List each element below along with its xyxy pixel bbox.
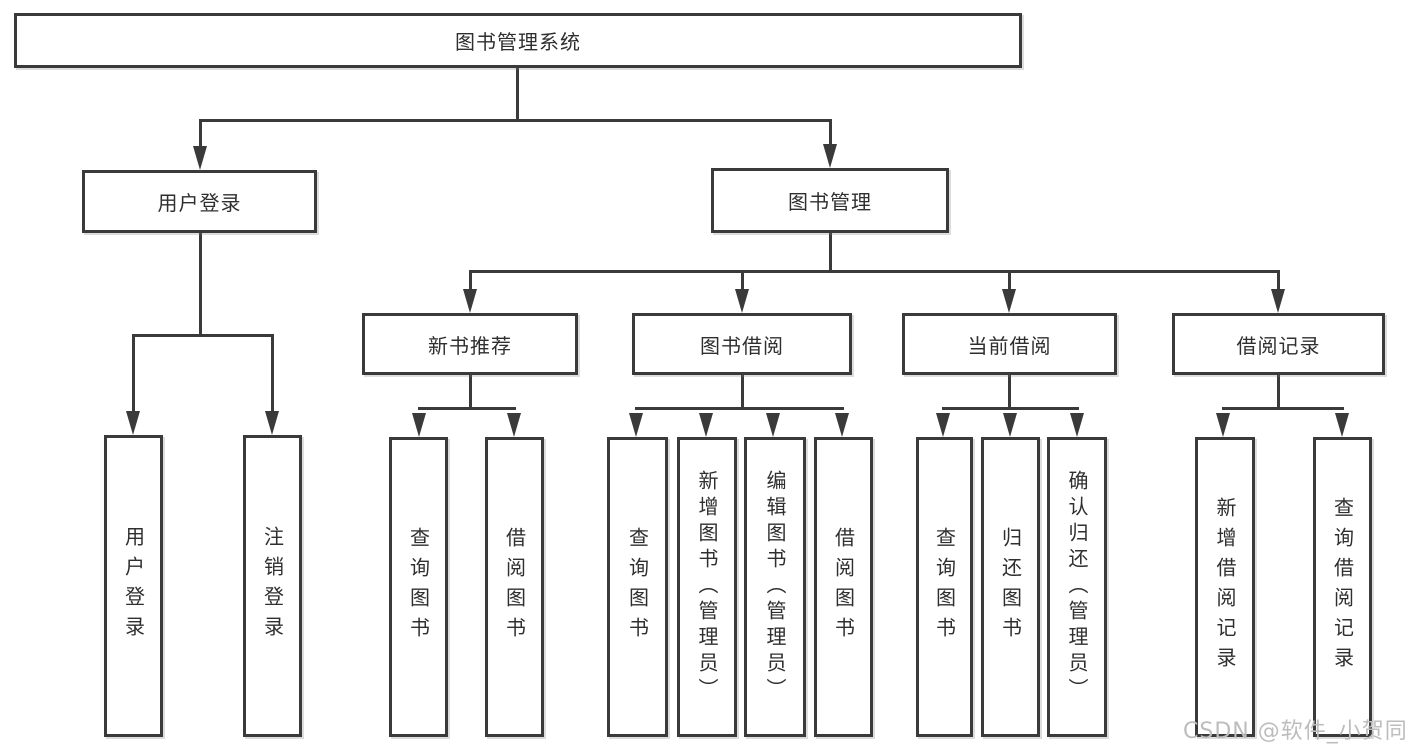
node-label: 借阅记录 [1236, 333, 1321, 358]
connector-drop-level3 [741, 270, 744, 292]
arrow-down-icon [766, 413, 780, 437]
leaf-query-borrow-record: 查询借阅记录 [1313, 437, 1372, 737]
node-borrow-records: 借阅记录 [1172, 313, 1385, 375]
leaf-label: 编辑图书（管理员） [763, 470, 787, 704]
arrow-down-icon [412, 413, 426, 437]
node-library-management-system: 图书管理系统 [14, 13, 1022, 68]
connector-root-stem [516, 68, 519, 121]
leaf-logout: 注销登录 [243, 435, 302, 737]
arrow-down-icon [507, 413, 521, 437]
arrow-down-icon [265, 411, 279, 435]
leaf-label: 借阅图书 [831, 527, 856, 647]
node-current-borrowing: 当前借阅 [902, 313, 1117, 375]
node-label: 用户登录 [157, 191, 242, 215]
leaf-add-borrow-record: 新增借阅记录 [1195, 437, 1255, 737]
connector-drop-level3 [469, 270, 472, 292]
connector-current-borrow-stem [1008, 375, 1011, 410]
node-new-book-recommend: 新书推荐 [362, 313, 578, 375]
arrow-down-icon [1216, 413, 1230, 437]
leaf-return-books: 归还图书 [981, 437, 1040, 737]
leaf-query-books-current: 查询图书 [916, 437, 973, 737]
watermark: CSDN @软件_小贺同学 [1183, 719, 1405, 744]
connector-user-login-stem [199, 233, 202, 336]
connector-book-borrow-branch [635, 407, 844, 410]
leaf-confirm-return-admin: 确认归还（管理员） [1047, 437, 1107, 737]
node-user-login: 用户登录 [82, 170, 317, 233]
connector-book-mgmt-stem [829, 233, 832, 273]
connector-drop-user-login [199, 119, 202, 151]
leaf-user-login: 用户登录 [104, 435, 163, 737]
connector-user-login-branch [132, 334, 274, 337]
connector-book-mgmt-branch [469, 270, 1279, 273]
leaf-label: 查询图书 [932, 527, 957, 647]
leaf-add-books-admin: 新增图书（管理员） [677, 437, 737, 737]
connector-drop-leaf [132, 334, 135, 414]
leaf-query-books-borrow: 查询图书 [607, 437, 668, 737]
leaf-label: 注销登录 [260, 526, 285, 646]
leaf-borrow-books: 借阅图书 [814, 437, 873, 737]
connector-new-book-stem [469, 375, 472, 410]
arrow-down-icon [1002, 289, 1016, 313]
arrow-down-icon [629, 413, 643, 437]
node-label: 当前借阅 [967, 333, 1052, 358]
connector-records-stem [1277, 375, 1280, 410]
connector-current-borrow-branch [942, 407, 1079, 410]
leaf-label: 归还图书 [998, 527, 1023, 647]
node-book-management: 图书管理 [711, 168, 949, 233]
connector-root-branch [199, 119, 832, 122]
node-label: 图书管理 [788, 190, 872, 214]
leaf-label: 借阅图书 [502, 527, 527, 647]
leaf-label: 新增借阅记录 [1213, 497, 1237, 677]
arrow-down-icon [823, 144, 837, 168]
connector-drop-leaf [271, 334, 274, 414]
leaf-label: 新增图书（管理员） [695, 470, 719, 704]
leaf-query-books-recommend: 查询图书 [389, 437, 448, 737]
arrow-down-icon [463, 289, 477, 313]
arrow-down-icon [835, 413, 849, 437]
node-label: 新书推荐 [428, 333, 512, 358]
leaf-label: 用户登录 [121, 526, 146, 646]
node-label: 图书管理系统 [455, 30, 581, 54]
arrow-down-icon [193, 146, 207, 170]
connector-records-branch [1222, 407, 1344, 410]
leaf-label: 确认归还（管理员） [1065, 470, 1089, 704]
connector-drop-book-mgmt [829, 119, 832, 149]
arrow-down-icon [735, 289, 749, 313]
leaf-label: 查询借阅记录 [1330, 497, 1355, 677]
arrow-down-icon [1335, 413, 1349, 437]
arrow-down-icon [936, 413, 950, 437]
connector-new-book-branch [418, 407, 516, 410]
node-label: 图书借阅 [700, 333, 784, 358]
arrow-down-icon [1271, 289, 1285, 313]
connector-drop-level3 [1277, 270, 1280, 292]
leaf-borrow-books-recommend: 借阅图书 [485, 437, 544, 737]
leaf-label: 查询图书 [406, 527, 431, 647]
arrow-down-icon [699, 413, 713, 437]
leaf-label: 查询图书 [625, 527, 650, 647]
arrow-down-icon [1003, 413, 1017, 437]
connector-book-borrow-stem [741, 375, 744, 410]
arrow-down-icon [1070, 413, 1084, 437]
node-book-borrowing: 图书借阅 [632, 313, 852, 375]
connector-drop-level3 [1008, 270, 1011, 292]
leaf-edit-books-admin: 编辑图书（管理员） [744, 437, 806, 737]
arrow-down-icon [126, 411, 140, 435]
